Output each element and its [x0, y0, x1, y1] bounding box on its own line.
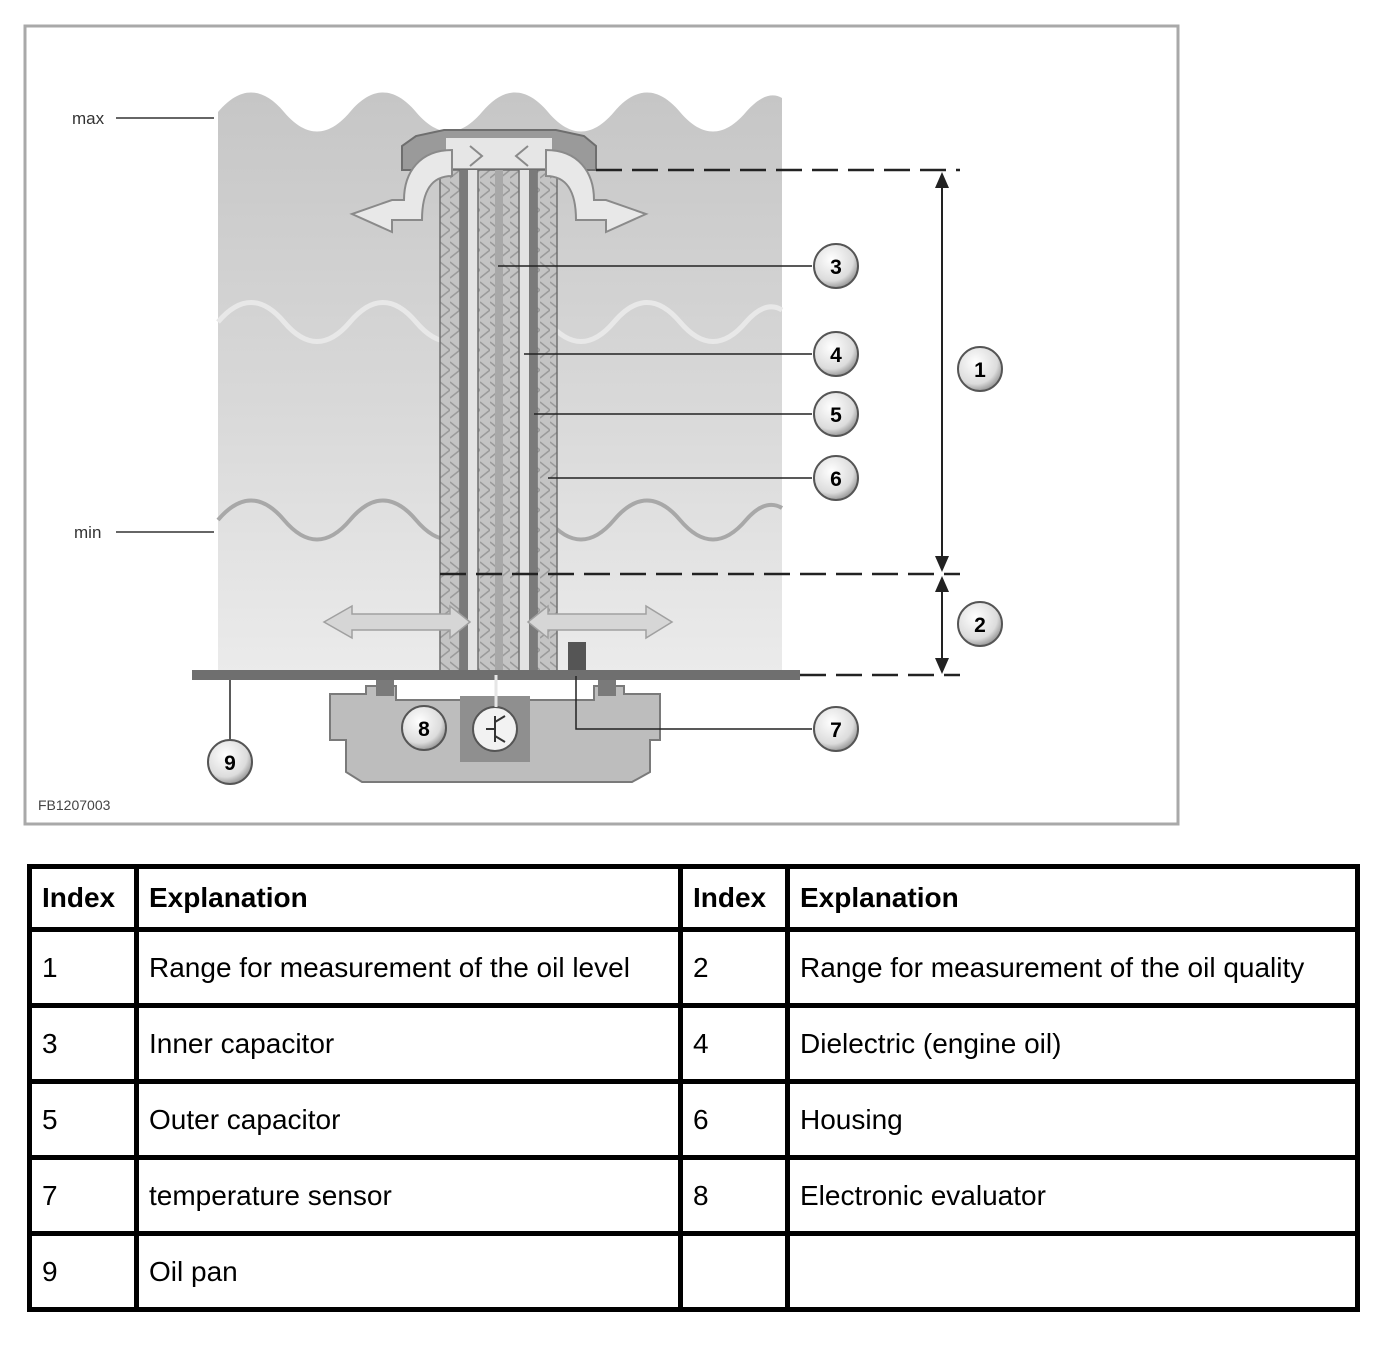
explanation-cell: temperature sensor — [134, 1155, 683, 1236]
diagram-canvas: max min — [23, 24, 1180, 826]
outer-capacitor-left — [460, 170, 468, 675]
transistor-symbol — [486, 715, 506, 743]
explanation-cell: Housing — [785, 1079, 1360, 1160]
table-row: 3 Inner capacitor 4 Dielectric (engine o… — [27, 1003, 1360, 1084]
table-row: 7 temperature sensor 8 Electronic evalua… — [27, 1155, 1360, 1236]
flow-arrow-top-right — [545, 148, 649, 234]
index-cell: 2 — [678, 927, 790, 1008]
flow-arrow-top-left — [349, 148, 453, 234]
legend-header-row: Index Explanation Index Explanation — [27, 864, 1360, 932]
leader-7 — [575, 676, 812, 730]
explanation-cell — [785, 1231, 1360, 1312]
index-cell: 7 — [27, 1155, 139, 1236]
flow-arrow-inflow-left — [469, 145, 484, 167]
header-index: Index — [27, 864, 139, 932]
callout-7: 7 — [813, 706, 859, 752]
index-cell — [678, 1231, 790, 1312]
svg-text:5: 5 — [830, 404, 842, 427]
housing-left — [439, 169, 461, 676]
callout-5: 5 — [813, 391, 859, 437]
svg-text:4: 4 — [830, 344, 842, 367]
index-cell: 4 — [678, 1003, 790, 1084]
callout-3: 3 — [813, 243, 859, 289]
sensor-cap-opening — [446, 138, 552, 168]
dimension-arrowhead — [935, 576, 949, 592]
max-label: max — [72, 109, 105, 128]
svg-text:9: 9 — [224, 752, 236, 775]
housing-tab-right — [598, 680, 616, 696]
index-cell: 3 — [27, 1003, 139, 1084]
dimension-arrowhead — [935, 556, 949, 572]
dimension-arrowhead — [935, 172, 949, 188]
inner-capacitor-core — [495, 170, 503, 675]
svg-text:6: 6 — [830, 468, 842, 491]
explanation-cell: Inner capacitor — [134, 1003, 683, 1084]
index-cell: 1 — [27, 927, 139, 1008]
explanation-cell: Electronic evaluator — [785, 1155, 1360, 1236]
header-index: Index — [678, 864, 790, 932]
explanation-cell: Dielectric (engine oil) — [785, 1003, 1360, 1084]
legend-table: Index Explanation Index Explanation 1 Ra… — [27, 864, 1360, 1312]
callout-6: 6 — [813, 455, 859, 501]
table-row: 9 Oil pan — [27, 1231, 1360, 1312]
svg-text:8: 8 — [418, 718, 430, 741]
svg-text:2: 2 — [974, 614, 986, 637]
flow-arrow-bottom-left — [322, 604, 472, 640]
explanation-cell: Outer capacitor — [134, 1079, 683, 1160]
dielectric-right — [519, 170, 529, 675]
index-cell: 9 — [27, 1231, 139, 1312]
callout-9: 9 — [207, 739, 253, 785]
outer-capacitor-right — [529, 170, 537, 675]
svg-text:3: 3 — [830, 256, 842, 279]
table-row: 1 Range for measurement of the oil level… — [27, 927, 1360, 1008]
flow-arrow-inflow-right — [514, 145, 529, 167]
index-cell: 6 — [678, 1079, 790, 1160]
callout-2: 2 — [957, 601, 1003, 647]
header-explanation: Explanation — [785, 864, 1360, 932]
explanation-cell: Oil pan — [134, 1231, 683, 1312]
table-row: 5 Outer capacitor 6 Housing — [27, 1079, 1360, 1160]
header-explanation: Explanation — [134, 864, 683, 932]
min-label: min — [74, 523, 101, 542]
explanation-cell: Range for measurement of the oil level — [134, 927, 683, 1008]
dimension-arrowhead — [935, 658, 949, 674]
svg-text:7: 7 — [830, 719, 842, 742]
svg-text:1: 1 — [974, 359, 986, 382]
housing-tab-left — [376, 680, 394, 696]
index-cell: 8 — [678, 1155, 790, 1236]
index-cell: 5 — [27, 1079, 139, 1160]
explanation-cell: Range for measurement of the oil quality — [785, 927, 1360, 1008]
figure-code: FB1207003 — [38, 797, 111, 813]
callout-8: 8 — [401, 705, 447, 751]
oil-sensor-diagram: max min — [23, 24, 1180, 826]
callout-4: 4 — [813, 331, 859, 377]
dielectric-left — [468, 170, 478, 675]
flow-arrow-bottom-right — [526, 604, 674, 640]
housing-right — [536, 169, 558, 676]
temperature-sensor — [568, 642, 586, 674]
callout-1: 1 — [957, 346, 1003, 392]
